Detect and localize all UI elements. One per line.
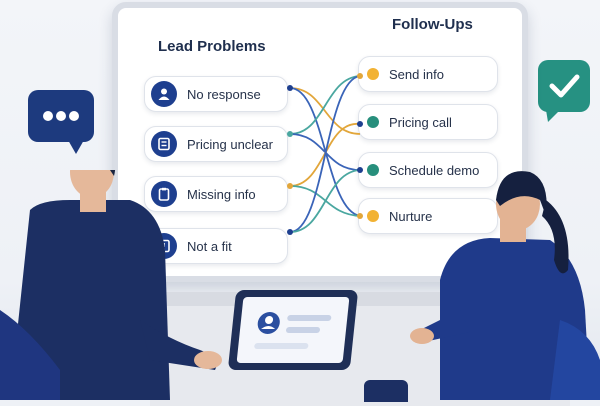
follow-up-card: Pricing call (358, 104, 498, 140)
status-dot-icon (367, 68, 379, 80)
man-illustration (0, 170, 222, 400)
clipboard-icon (151, 181, 177, 207)
lead-problem-label: Pricing unclear (187, 136, 273, 152)
laptop (227, 290, 359, 370)
follow-up-label: Schedule demo (389, 162, 480, 178)
follow-up-label: Pricing call (389, 114, 452, 130)
follow-up-label: Nurture (389, 208, 433, 224)
laptop-screen (236, 297, 350, 363)
follow-up-card: Schedule demo (358, 152, 498, 188)
follow-up-label: Send info (389, 66, 444, 82)
woman-illustration (410, 171, 600, 400)
lead-problems-title: Lead Problems (158, 38, 266, 55)
status-dot-icon (367, 164, 379, 176)
status-dot-icon (367, 210, 379, 222)
lead-problem-card: Missing info (144, 176, 288, 212)
lead-problem-card: No response (144, 76, 288, 112)
coffee-mug (364, 380, 408, 402)
chat-bubble-icon (28, 90, 94, 154)
lead-problem-label: No response (187, 86, 261, 102)
follow-ups-title: Follow-Ups (392, 16, 473, 33)
document-icon (151, 131, 177, 157)
follow-up-card: Nurture (358, 198, 498, 234)
lead-problem-card: Pricing unclear (144, 126, 288, 162)
lead-problem-label: Not a fit (187, 238, 232, 254)
checkmark-bubble-icon (538, 60, 590, 122)
lead-problem-label: Missing info (187, 186, 256, 202)
person-icon (151, 81, 177, 107)
status-dot-icon (367, 116, 379, 128)
follow-up-card: Send info (358, 56, 498, 92)
